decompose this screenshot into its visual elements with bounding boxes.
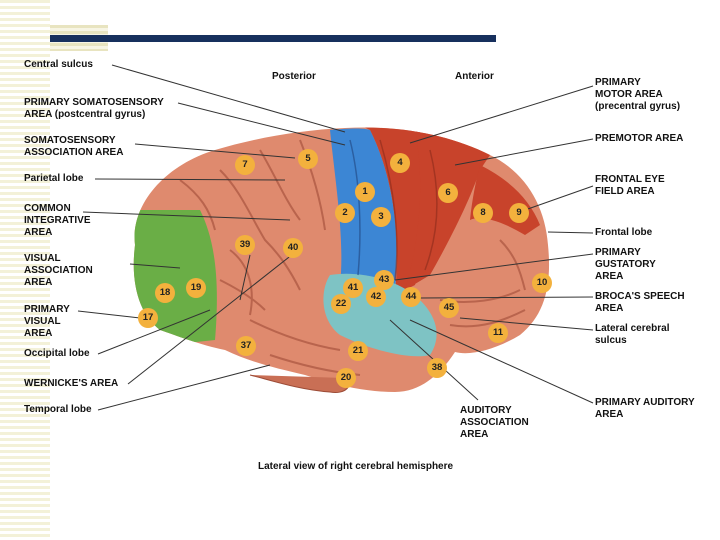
label-somatosensory-assoc-1: SOMATOSENSORY	[24, 135, 116, 146]
label-frontal-eye-2: FIELD AREA	[595, 186, 655, 197]
label-occipital-lobe: Occipital lobe	[24, 348, 90, 359]
sensory-gyri-lines	[349, 139, 361, 276]
diagram-caption: Lateral view of right cerebral hemispher…	[258, 461, 454, 472]
brodmann-badge: 41	[343, 278, 363, 298]
label-primary-auditory-1: PRIMARY AUDITORY	[595, 397, 695, 408]
premotor-region	[400, 128, 490, 290]
somatosensory-region	[330, 128, 397, 290]
brodmann-badge: 42	[366, 287, 386, 307]
label-parietal-lobe: Parietal lobe	[24, 173, 84, 184]
brodmann-badge: 1	[355, 182, 375, 202]
label-common-integrative-1: COMMON	[24, 203, 71, 214]
brodmann-badge: 10	[532, 273, 552, 293]
label-primary-motor-1: PRIMARY	[595, 77, 641, 88]
header-anterior: Anterior	[455, 71, 494, 82]
brodmann-badge: 37	[236, 336, 256, 356]
label-primary-visual-2: VISUAL	[24, 316, 61, 327]
brodmann-badge: 4	[390, 153, 410, 173]
brodmann-badge: 7	[235, 155, 255, 175]
label-visual-assoc-2: ASSOCIATION	[24, 265, 93, 276]
label-primary-visual-1: PRIMARY	[24, 304, 70, 315]
title-bar	[50, 35, 496, 42]
brodmann-badge: 11	[488, 323, 508, 343]
label-auditory-assoc-1: AUDITORY	[460, 405, 512, 416]
brodmann-badge: 17	[138, 308, 158, 328]
motor-gyri-lines	[379, 139, 438, 281]
leader-lines	[77, 64, 594, 411]
brodmann-badge: 43	[374, 270, 394, 290]
brodmann-badge: 2	[335, 203, 355, 223]
label-common-integrative-3: AREA	[24, 227, 53, 238]
label-auditory-assoc-2: ASSOCIATION	[460, 417, 529, 428]
brodmann-badge: 21	[348, 341, 368, 361]
brodmann-badge: 18	[155, 283, 175, 303]
label-lateral-sulcus-2: sulcus	[595, 335, 627, 346]
label-brocas-2: AREA	[595, 303, 624, 314]
brodmann-badge: 45	[439, 298, 459, 318]
brodmann-badge: 40	[283, 238, 303, 258]
label-auditory-assoc-3: AREA	[460, 429, 489, 440]
label-primary-gustatory-1: PRIMARY	[595, 247, 641, 258]
gyri-lines	[179, 139, 526, 376]
label-primary-motor-2: MOTOR AREA	[595, 89, 663, 100]
brodmann-badge: 22	[331, 294, 351, 314]
label-frontal-lobe: Frontal lobe	[595, 227, 653, 238]
label-primary-somatosensory-1: PRIMARY SOMATOSENSORY	[24, 97, 164, 108]
brodmann-badge: 38	[427, 358, 447, 378]
label-premotor: PREMOTOR AREA	[595, 133, 684, 144]
label-lateral-sulcus-1: Lateral cerebral	[595, 323, 670, 334]
label-primary-gustatory-3: AREA	[595, 271, 624, 282]
label-common-integrative-2: INTEGRATIVE	[24, 215, 91, 226]
brodmann-badge: 39	[235, 235, 255, 255]
brodmann-badge: 9	[509, 203, 529, 223]
label-wernickes-area: WERNICKE'S AREA	[24, 378, 119, 389]
label-visual-assoc-1: VISUAL	[24, 253, 61, 264]
brodmann-badge: 20	[336, 368, 356, 388]
brodmann-badge: 6	[438, 183, 458, 203]
brodmann-badge: 5	[298, 149, 318, 169]
label-somatosensory-assoc-2: ASSOCIATION AREA	[24, 147, 124, 158]
decorative-stripes-left	[0, 0, 50, 540]
brodmann-badge: 19	[186, 278, 206, 298]
label-primary-visual-3: AREA	[24, 328, 53, 339]
brodmann-badge: 44	[401, 287, 421, 307]
label-brocas-1: BROCA'S SPEECH	[595, 291, 685, 302]
label-visual-assoc-3: AREA	[24, 277, 53, 288]
header-posterior: Posterior	[272, 71, 316, 82]
label-primary-motor-3: (precentral gyrus)	[595, 101, 681, 112]
brodmann-badge: 3	[371, 207, 391, 227]
label-primary-gustatory-2: GUSTATORY	[595, 259, 656, 270]
label-temporal-lobe: Temporal lobe	[24, 404, 92, 415]
brodmann-badge: 8	[473, 203, 493, 223]
label-central-sulcus: Central sulcus	[24, 59, 93, 70]
label-primary-auditory-2: AREA	[595, 409, 624, 420]
label-primary-somatosensory-2: AREA (postcentral gyrus)	[24, 109, 146, 120]
label-frontal-eye-1: FRONTAL EYE	[595, 174, 665, 185]
